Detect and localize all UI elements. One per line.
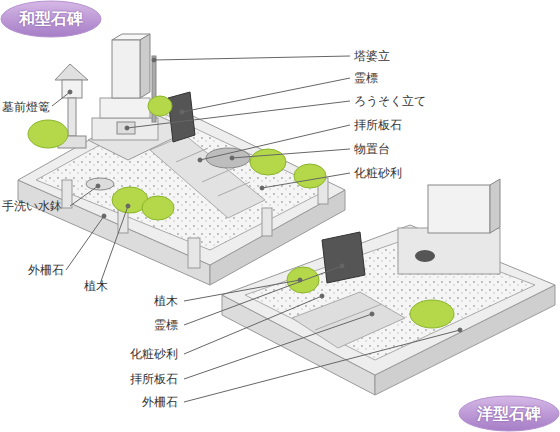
part-label: 植木 xyxy=(84,279,108,293)
title-text: 和型石碑 xyxy=(0,9,102,30)
part-label: 植木 xyxy=(154,294,178,308)
part-label: 墓前燈篭 xyxy=(2,100,50,114)
part-label: 霊標 xyxy=(354,71,378,85)
part-label: 手洗い水鉢 xyxy=(2,199,62,213)
japanese-grave xyxy=(18,34,345,285)
part-label: 外柵石 xyxy=(142,395,178,409)
part-label: ろうそく立て xyxy=(354,94,426,108)
title-oval: 洋型石碑 xyxy=(458,395,560,432)
oval-fill xyxy=(1,1,101,37)
part-label: 拝所板石 xyxy=(130,372,178,386)
part-label: 拝所板石 xyxy=(354,118,402,132)
title-text: 洋型石碑 xyxy=(458,403,560,424)
part-label: 物置台 xyxy=(354,142,390,156)
western-grave xyxy=(222,179,555,395)
part-label: 外柵石 xyxy=(28,263,64,277)
part-label: 化粧砂利 xyxy=(130,347,178,361)
title-oval: 和型石碑 xyxy=(0,0,102,38)
part-label: 霊標 xyxy=(154,318,178,332)
oval-fill xyxy=(459,396,559,431)
leader-lines xyxy=(52,56,462,402)
part-label: 塔婆立 xyxy=(354,49,390,63)
part-label: 化粧砂利 xyxy=(354,166,402,180)
